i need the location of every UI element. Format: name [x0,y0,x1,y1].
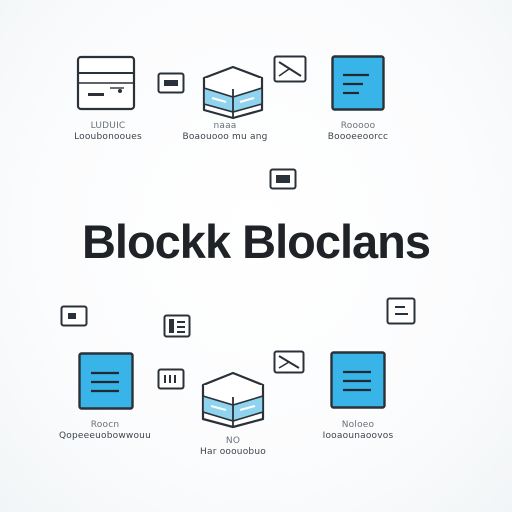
database-cube-icon [201,371,265,429]
document-icon [78,352,134,410]
node-label-line1: LUDUIC [90,121,126,131]
node-label-line1: NO [225,436,241,446]
envelope-icon [273,350,305,374]
small-grid-icon [163,314,191,338]
diagram-title: Blockk Bloclans [81,215,431,268]
envelope-icon [273,55,307,83]
node-label: LUDUIC Looubonooues [74,121,142,143]
node-label-line2: Qopeeeuobowwouu [59,431,151,441]
small-card-icon [269,168,297,190]
node-label-line1: Rooooo [340,121,376,131]
node-label: Rooooo Boooeeoorcc [328,121,388,143]
server-icon [76,55,136,111]
small-card-icon [60,305,88,327]
small-note-icon [386,297,416,325]
node-label-line2: Iooaounaoovos [322,431,394,441]
node-label: Roocn Qopeeeuobowwouu [59,420,151,442]
database-cube-icon [202,65,264,120]
node-label-line2: Boaouooo mu ang [182,132,268,142]
node-label-line2: Har ooouobuo [200,447,266,457]
node-label-line1: naaa [213,121,237,131]
document-icon [331,55,385,111]
node-label: NO Har ooouobuo [200,436,266,458]
small-card-icon [157,72,185,94]
node-label-line1: Noloeo [341,420,375,430]
node-label: Noloeo Iooaounaoovos [323,420,394,442]
node-label-line2: Boooeeoorcc [327,132,389,142]
node-label-line2: Looubonooues [74,132,142,142]
node-label: naaa Boaouooo mu ang [182,121,267,143]
small-card-icon [157,368,185,390]
document-icon [330,351,386,409]
node-label-line1: Roocn [90,420,120,430]
